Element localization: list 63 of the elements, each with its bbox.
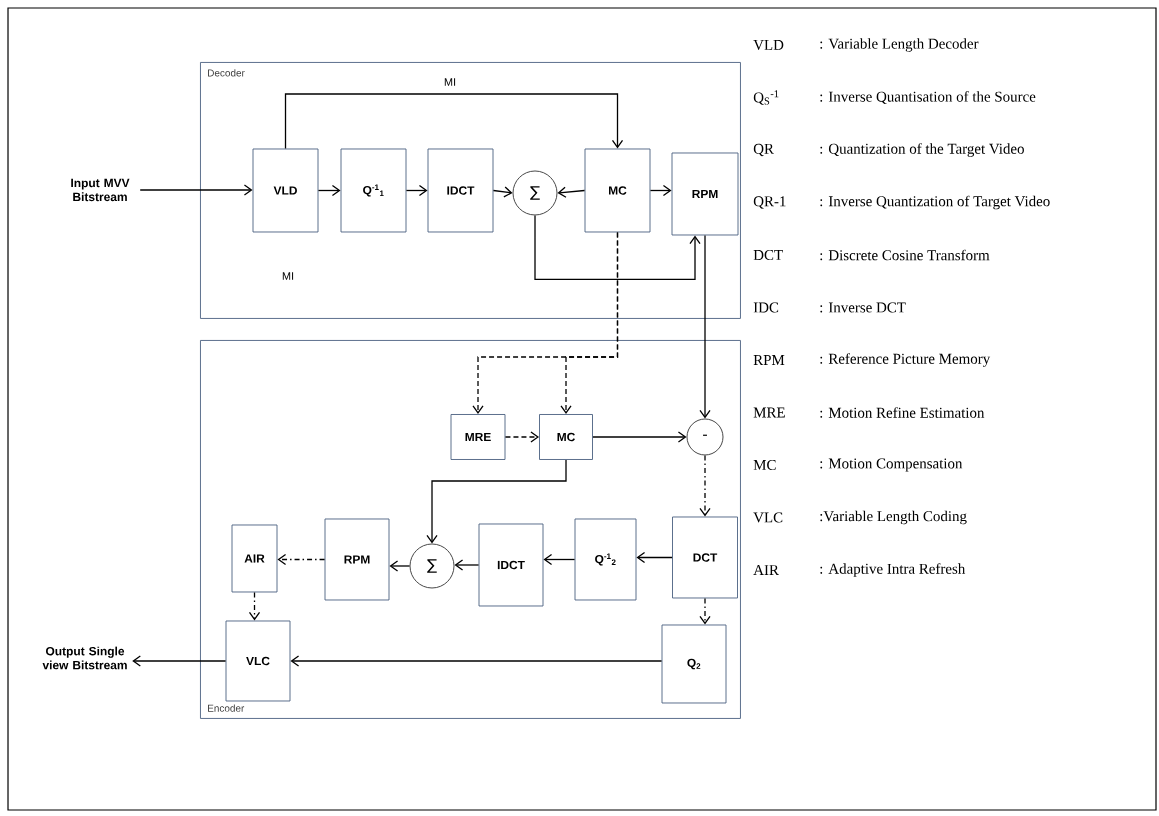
- definition-text: : Motion Refine Estimation: [820, 407, 985, 418]
- process-box: AIR: [231, 524, 278, 593]
- definition-text: : Reference Picture Memory: [820, 353, 991, 367]
- arrow: [317, 184, 341, 197]
- process-box: MC: [584, 148, 651, 233]
- definition-text: : Inverse Quantisation of the Source: [820, 91, 1036, 104]
- process-box: Q$_{2}$: [661, 624, 727, 704]
- definition-text: : Variable Length Decoder: [820, 38, 979, 52]
- arrow: [277, 553, 326, 566]
- abbreviation: QR: [753, 143, 774, 157]
- arrow: [389, 560, 411, 572]
- abbreviation: VLC: [753, 512, 783, 523]
- process-box: VLC: [225, 620, 291, 702]
- arrow: [290, 655, 663, 667]
- arrow: [699, 234, 711, 419]
- arrow: [649, 184, 672, 197]
- arrow: [557, 186, 586, 198]
- abbreviation: Q$_{S}$-1: [753, 90, 779, 105]
- signal-label: MI: [282, 272, 294, 280]
- group-title: Decoder: [208, 69, 245, 77]
- process-box: DCT: [672, 516, 738, 599]
- edge-label: MI: [442, 77, 458, 87]
- arrow: [592, 431, 687, 443]
- arrow: [426, 459, 567, 544]
- abbreviation: IDC: [753, 302, 779, 313]
- arrow: [636, 551, 673, 564]
- abbreviation: MC: [753, 460, 776, 470]
- definition-text: : Inverse DCT: [820, 302, 906, 313]
- arrow: [405, 184, 428, 197]
- process-box: RPM: [671, 152, 739, 236]
- abbreviation: QR-1: [753, 196, 786, 209]
- definition-text: : Adaptive Intra Refresh: [820, 563, 966, 577]
- abbreviation: MRE: [753, 407, 785, 418]
- arrow: [504, 431, 540, 443]
- process-box: IDCT: [427, 148, 494, 233]
- process-box: MRE: [450, 414, 506, 460]
- arrow: [139, 184, 253, 196]
- definition-text: : Discrete Cosine Transform: [820, 249, 990, 261]
- definition-text: :Variable Length Coding: [820, 510, 967, 525]
- arrow: [132, 655, 227, 667]
- definition-text: : Motion Compensation: [820, 458, 963, 472]
- process-box: MC: [539, 414, 593, 460]
- process-box: IDCT: [478, 523, 544, 607]
- io-label: Input MVV Bitstream: [71, 178, 130, 202]
- arrow: [560, 231, 619, 415]
- abbreviation: VLD: [753, 40, 784, 50]
- arrow: [543, 553, 576, 566]
- arrow: [699, 597, 711, 625]
- arrow: [492, 186, 513, 198]
- abbreviation: AIR: [753, 565, 779, 575]
- arrow: [454, 559, 480, 571]
- arrow: [248, 591, 261, 621]
- abbreviation: DCT: [753, 250, 783, 260]
- process-box: RPM: [324, 518, 390, 601]
- arrow: [699, 454, 711, 517]
- definition-text: : Quantization of the Target Video: [820, 143, 1024, 157]
- io-label: Output Single view Bitstream: [42, 646, 127, 670]
- arrow: [284, 93, 624, 150]
- arrow: [534, 214, 701, 281]
- definition-text: : Inverse Quantization of Target Video: [820, 195, 1050, 210]
- abbreviation: RPM: [753, 355, 785, 365]
- group-title: Encoder: [208, 704, 245, 712]
- process-box: VLD: [252, 148, 319, 233]
